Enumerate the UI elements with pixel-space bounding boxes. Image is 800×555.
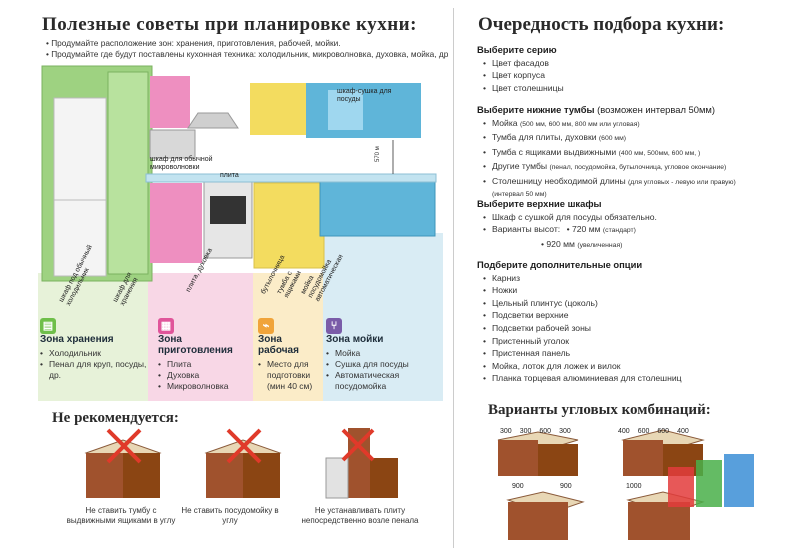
option-item: Ножки <box>483 284 795 297</box>
tip-item: Продумайте где будут поставлены кухонная… <box>46 49 448 60</box>
blue-lower-cabinet <box>319 180 436 237</box>
lower-item: Мойка (500 мм, 600 мм, 800 мм или углова… <box>483 117 795 132</box>
option-item: Пристенный уголок <box>483 335 795 348</box>
corner-drawers-illustration <box>84 428 162 498</box>
not-rec-caption: Не ставить тумбу с выдвижными ящиками в … <box>66 506 176 525</box>
height-label: 570 м <box>375 146 381 162</box>
zone-item: Место для подготовки (мин 40 см) <box>258 359 320 392</box>
dryer-label: шкаф-сушка для посуды <box>337 88 392 103</box>
dims-d: 900 <box>560 483 572 490</box>
upper-item: Шкаф с сушкой для посуды обязательно. <box>483 211 795 224</box>
zone-title: Зона рабочая <box>258 334 299 356</box>
zone-storage: ▤ Зона хранения Холодильник Пенал для кр… <box>40 318 148 381</box>
option-item: Цельный плинтус (цоколь) <box>483 297 795 310</box>
corner-dishwasher-illustration <box>204 428 282 498</box>
zone-item: Плита <box>158 359 253 370</box>
blue-upper-cabinet <box>306 83 421 138</box>
countertop <box>145 173 437 183</box>
knife-icon: ⌁ <box>258 318 274 334</box>
lower-item: Столешницу необходимой длины (для угловы… <box>483 175 795 190</box>
corner-variant-3 <box>506 491 585 540</box>
corner-variant-1 <box>497 431 579 476</box>
yellow-upper-cabinet <box>250 83 315 135</box>
pink-upper-cabinet <box>150 76 190 128</box>
zone-item: Микроволновка <box>158 381 253 392</box>
height-item: • 920 мм (увеличенная) <box>541 238 623 249</box>
upper-heading: Выберите верхние шкафы <box>477 198 602 209</box>
zone-item: Мойка <box>326 348 436 359</box>
zone-title: Зона приготовления <box>158 334 233 356</box>
zone-title: Зона хранения <box>40 334 114 345</box>
zone-sink: ⑂ Зона мойки Мойка Сушка для посуды Авто… <box>326 318 436 392</box>
series-item: Цвет корпуса <box>483 69 564 82</box>
stove-near-tall-illustration <box>325 428 398 499</box>
storage-icon: ▤ <box>40 318 56 334</box>
lower-item: Другие тумбы (пенал, посудомойка, бутыло… <box>483 160 795 175</box>
site-logo <box>668 454 754 507</box>
stove-icon: ▦ <box>158 318 174 334</box>
variants-title: Варианты угловых комбинаций: <box>488 402 711 418</box>
not-rec-caption: Не ставить посудомойку в углу <box>181 506 279 525</box>
stove-label: плита <box>220 172 239 179</box>
lower-interval-note: (интервал 50 мм) <box>492 190 547 198</box>
left-title: Полезные советы при планировке кухни: <box>42 14 417 35</box>
not-recommended-title: Не рекомендуется: <box>52 410 179 426</box>
corner-combinations <box>497 429 754 540</box>
option-item: Планка торцевая алюминиевая для столешни… <box>483 372 795 385</box>
yellow-lower-cabinet <box>253 182 325 269</box>
options-heading: Подберите дополнительные опции <box>477 259 643 270</box>
microwave <box>149 129 196 159</box>
series-item: Цвет столешницы <box>483 82 564 95</box>
storage-cabinet-door <box>107 71 149 275</box>
zone-item: Сушка для посуды <box>326 359 436 370</box>
zone-item: Пенал для круп, посуды, др. <box>40 359 148 381</box>
zone-work: ⌁ Зона рабочая Место для подготовки (мин… <box>258 318 320 392</box>
option-item: Карниз <box>483 272 795 285</box>
not-rec-caption: Не устанавливать плиту непосредственно в… <box>301 506 419 525</box>
micro-cab-label: шкаф для обычной микроволновки <box>150 156 213 171</box>
oven-window <box>210 196 246 224</box>
lower-section: Выберите нижние тумбы (возможен интервал… <box>477 104 795 199</box>
series-heading: Выберите серию <box>477 44 557 55</box>
zone-title: Зона мойки <box>326 334 384 345</box>
hood <box>187 112 239 129</box>
options-section: Подберите дополнительные опции Карниз Но… <box>477 259 795 385</box>
option-item: Мойка, лоток для ложек и вилок <box>483 360 795 373</box>
upper-item: Варианты высот: • 720 мм (стандарт) <box>483 223 795 238</box>
dims-c: 900 <box>512 483 524 490</box>
option-item: Подсветки верхние <box>483 309 795 322</box>
zone-item: Духовка <box>158 370 253 381</box>
cutlery-icon: ⑂ <box>326 318 342 334</box>
lower-heading: Выберите нижние тумбы <box>477 104 595 115</box>
dish-dryer <box>328 90 363 130</box>
series-section: Выберите серию Цвет фасадов Цвет корпуса… <box>477 44 564 94</box>
series-item: Цвет фасадов <box>483 57 564 70</box>
upper-section: Выберите верхние шкафы Шкаф с сушкой для… <box>477 198 795 252</box>
lower-item: Тумба для плиты, духовки (600 мм) <box>483 131 795 146</box>
lower-item: Тумба с ящиками выдвижными (400 мм, 500м… <box>483 146 795 161</box>
zone-cooking: ▦ Зона приготовления Плита Духовка Микро… <box>158 318 253 392</box>
lower-heading-note: (возможен интервал 50мм) <box>597 104 716 115</box>
tips-list: Продумайте расположение зон: хранения, п… <box>46 38 448 60</box>
not-recommended-illustrations <box>84 428 398 499</box>
option-item: Пристенная панель <box>483 347 795 360</box>
tip-item: Продумайте расположение зон: хранения, п… <box>46 38 448 49</box>
zone-item: Холодильник <box>40 348 148 359</box>
dims-e: 1000 <box>626 483 642 490</box>
column-divider <box>453 8 454 548</box>
option-item: Подсветки рабочей зоны <box>483 322 795 335</box>
right-title: Очередность подбора кухни: <box>478 14 725 35</box>
pink-lower-cabinet <box>150 183 202 263</box>
zone-item: Автоматическая посудомойка <box>326 370 436 392</box>
fridge <box>53 97 107 277</box>
